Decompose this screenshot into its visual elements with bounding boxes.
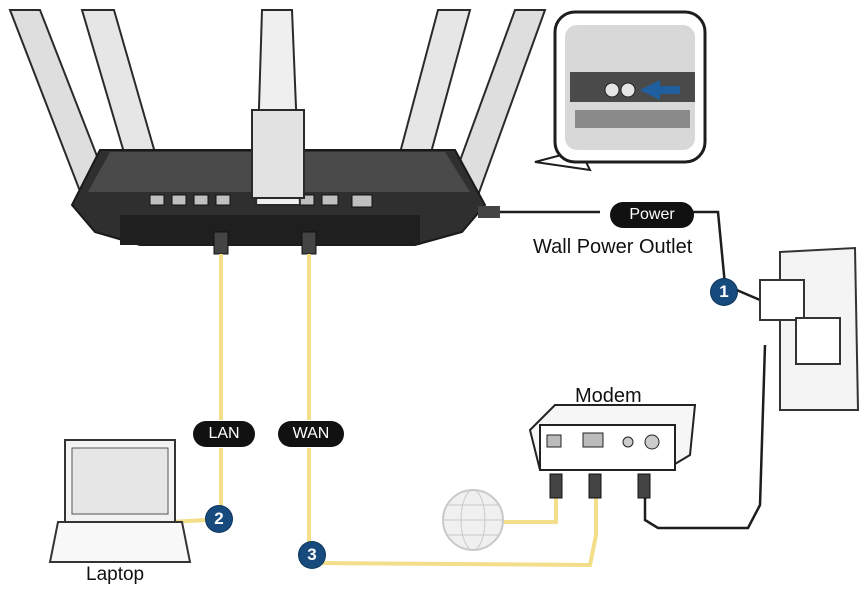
lan-cable xyxy=(169,254,223,524)
modem-power-cable xyxy=(643,344,767,530)
step-1-badge: 1 xyxy=(711,279,737,305)
router xyxy=(8,9,547,255)
lan-connector xyxy=(213,231,229,255)
modem xyxy=(528,404,697,499)
wan-label: WAN xyxy=(278,421,344,447)
modem-label: Modem xyxy=(575,385,642,407)
internet-cable xyxy=(500,498,558,524)
step-2-badge: 2 xyxy=(206,506,232,532)
power-cable xyxy=(482,210,761,302)
wall-power-outlet-label: Wall Power Outlet xyxy=(533,236,693,258)
wall-outlet xyxy=(759,246,860,411)
lan-label: LAN xyxy=(193,421,255,447)
laptop xyxy=(48,439,192,563)
arrow-icon xyxy=(640,80,680,100)
wan-connector xyxy=(301,231,317,255)
router-ports xyxy=(149,194,373,208)
power-label: Power xyxy=(610,202,694,228)
internet-globe-icon xyxy=(442,489,504,551)
wan-cable xyxy=(307,254,598,568)
step-3-badge: 3 xyxy=(299,542,325,568)
router-front-plate xyxy=(120,215,420,245)
power-port-inset xyxy=(534,10,707,172)
cables xyxy=(169,206,767,568)
laptop-label: Laptop xyxy=(86,564,145,585)
